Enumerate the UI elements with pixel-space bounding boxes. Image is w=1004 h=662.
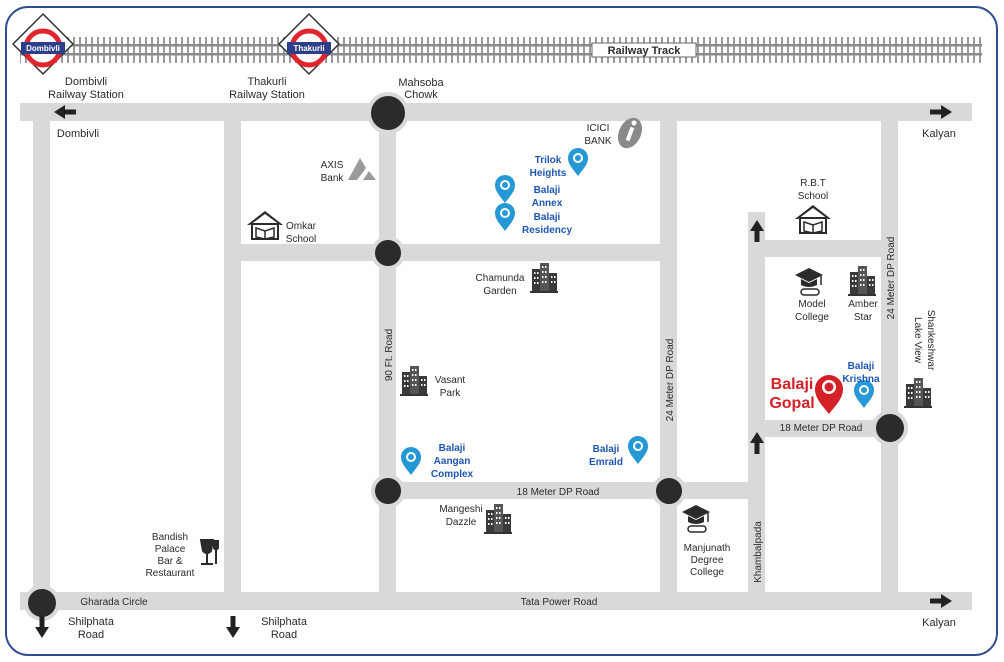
label-vasant-line1: Vasant xyxy=(435,375,466,386)
label-24m-center: 24 Meter DP Road xyxy=(665,339,676,422)
pin-balaji-gopal[interactable] xyxy=(815,375,843,414)
road-mid-horizontal xyxy=(224,244,660,261)
label-annex-line2: Annex xyxy=(532,198,563,209)
label-shilphata2-line1: Shilphata xyxy=(261,616,308,628)
label-amber-line1: Amber xyxy=(848,299,878,310)
label-aangan-line2: Aangan xyxy=(434,456,471,467)
road-top-main xyxy=(20,103,972,121)
junction-mahsoba-chowk[interactable] xyxy=(367,92,409,134)
station-thakurli[interactable]: Thakurli xyxy=(277,12,341,76)
label-emrald-line1: Balaji xyxy=(593,444,620,455)
label-mahsoba-line2: Chowk xyxy=(404,89,438,101)
axis-bank-icon xyxy=(348,158,376,180)
label-mangeshi-line2: Dazzle xyxy=(446,517,477,528)
junction-90ft-18m[interactable] xyxy=(371,474,405,508)
road-tata-power xyxy=(20,592,972,610)
label-shilphata1-line2: Road xyxy=(78,629,104,641)
label-aangan-line3: Complex xyxy=(431,469,474,480)
label-annex-line1: Balaji xyxy=(534,185,561,196)
label-emrald-line2: Emrald xyxy=(589,457,623,468)
label-amber-line2: Star xyxy=(854,312,873,323)
junctions xyxy=(24,92,908,621)
label-shankeshwar-line2: Lake View xyxy=(912,317,923,364)
label-icici-line2: BANK xyxy=(584,136,612,147)
label-krishna-line1: Balaji xyxy=(848,361,875,372)
restaurant-icon xyxy=(199,539,219,565)
railway-track-label: Railway Track xyxy=(608,45,682,57)
junction-right-18m[interactable] xyxy=(872,410,908,446)
station-dombivli[interactable]: Dombivli xyxy=(11,12,75,76)
dombivli-station-line1: Dombivli xyxy=(65,76,107,88)
label-krishna-line2: Krishna xyxy=(842,374,880,385)
label-chamunda-line1: Chamunda xyxy=(476,273,525,284)
junction-24m-18m[interactable] xyxy=(652,474,686,508)
road-24m-right xyxy=(881,121,898,610)
junction-gharada-circle[interactable] xyxy=(24,585,60,621)
label-vasant-line2: Park xyxy=(440,388,462,399)
label-manjunath-line2: Degree xyxy=(691,555,724,566)
label-manjunath-line3: College xyxy=(690,567,724,578)
label-chamunda-line2: Garden xyxy=(483,286,516,297)
label-dombivli: Dombivli xyxy=(57,128,99,140)
label-shilphata2-line2: Road xyxy=(271,629,297,641)
station-badge-dombivli: Dombivli xyxy=(26,44,60,53)
dombivli-station-line2: Railway Station xyxy=(48,89,124,101)
label-bandish-line3: Bar & xyxy=(157,556,182,567)
label-model-line2: College xyxy=(795,312,829,323)
label-gopal-line1: Balaji xyxy=(771,376,814,393)
label-gharada-circle: Gharada Circle xyxy=(80,597,148,608)
label-18m-right: 18 Meter DP Road xyxy=(780,423,863,434)
station-badge-thakurli: Thakurli xyxy=(293,44,324,53)
label-omkar-line2: School xyxy=(286,234,317,245)
road-18m-right xyxy=(748,420,881,437)
icici-bank-icon xyxy=(617,117,643,149)
label-rbt-line1: R.B.T xyxy=(800,178,826,189)
label-axis-line1: AXIS xyxy=(321,160,344,171)
label-shankeshwar-line1: Shankeshwar xyxy=(925,310,936,371)
label-bandish-line1: Bandish xyxy=(152,532,188,543)
junction-mid[interactable] xyxy=(371,236,405,270)
label-axis-line2: Bank xyxy=(321,173,345,184)
label-tata-power-road: Tata Power Road xyxy=(521,597,598,608)
label-residency-line1: Balaji xyxy=(534,212,561,223)
label-90ft-road: 90 Ft. Road xyxy=(384,329,395,381)
label-icici-line1: ICICI xyxy=(587,123,610,134)
label-mangeshi-line1: Mangeshi xyxy=(439,504,482,515)
label-mahsoba-line1: Mahsoba xyxy=(398,77,444,89)
label-gopal-line2: Gopal xyxy=(769,395,814,412)
label-trilok-line2: Heights xyxy=(530,168,567,179)
thakurli-station-line1: Thakurli xyxy=(247,76,286,88)
label-residency-line2: Residency xyxy=(522,225,572,236)
label-trilok-line1: Trilok xyxy=(535,155,562,166)
road-left-vertical xyxy=(33,103,50,610)
road-khambalpada xyxy=(748,212,765,610)
label-24m-right: 24 Meter DP Road xyxy=(886,237,897,320)
label-rbt-line2: School xyxy=(798,191,829,202)
road-second-vertical xyxy=(224,103,241,610)
railway-track: Railway Track xyxy=(20,37,982,63)
thakurli-station-line2: Railway Station xyxy=(229,89,305,101)
label-omkar-line1: Omkar xyxy=(286,221,317,232)
label-manjunath-line1: Manjunath xyxy=(684,543,731,554)
label-shilphata1-line1: Shilphata xyxy=(68,616,115,628)
label-model-line1: Model xyxy=(798,299,825,310)
label-aangan-line1: Balaji xyxy=(439,443,466,454)
label-bandish-line2: Palace xyxy=(155,544,186,555)
label-kalyan-top: Kalyan xyxy=(922,128,956,140)
label-khambalpada: Khambalpada xyxy=(753,521,764,583)
road-rbt-connector xyxy=(765,240,881,257)
label-18m-center: 18 Meter DP Road xyxy=(517,487,600,498)
label-bandish-line4: Restaurant xyxy=(146,568,195,579)
label-kalyan-bottom: Kalyan xyxy=(922,617,956,629)
